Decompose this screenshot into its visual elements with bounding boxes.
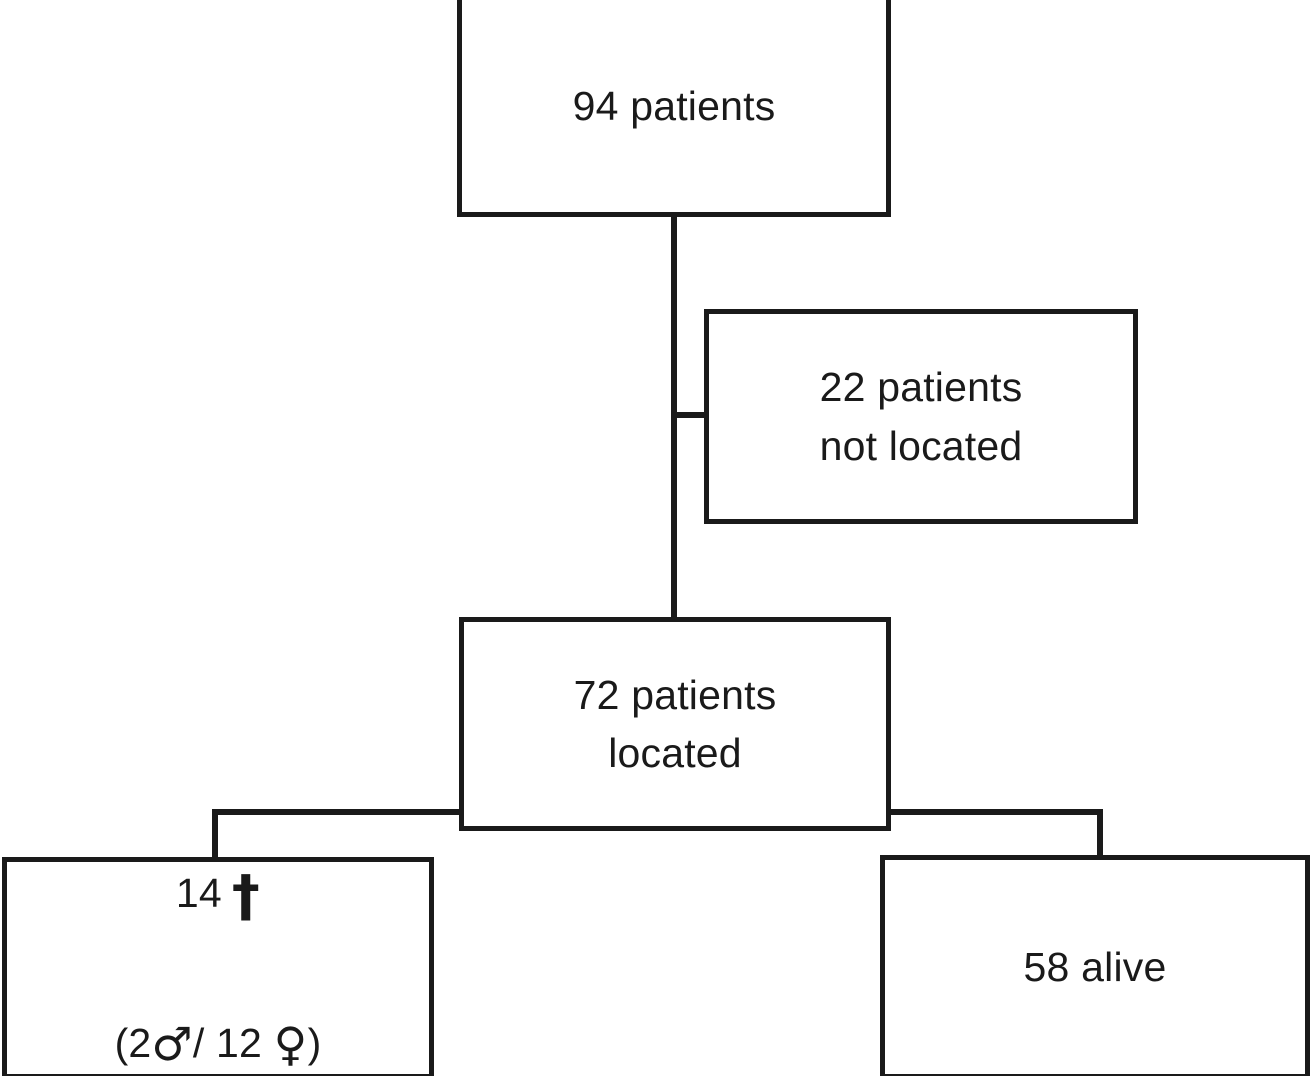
node-patients-not-located-label: 22 patients not located [819,364,1023,469]
node-alive-label: 58 alive [1023,943,1167,990]
connector-located-to-alive-vertical [1097,809,1103,859]
node-deceased: 14† (2♂/ 12 ♀) [2,857,434,1076]
node-alive: 58 alive [880,855,1310,1076]
node-patients-not-located: 22 patients not located [704,309,1138,524]
deceased-breakdown-line: (2♂/ 12 ♀) [114,1016,322,1071]
deceased-count: 14 [175,870,222,917]
connector-located-to-deceased-horizontal [212,809,462,815]
node-patients-located-label: 72 patients located [573,671,777,776]
connector-total-to-located [671,214,677,620]
female-symbol-icon: ♀ [273,1016,308,1071]
node-deceased-label: 14† (2♂/ 12 ♀) [115,807,322,1076]
male-symbol-icon: ♂ [151,1016,193,1071]
connector-located-to-alive-horizontal [888,809,1103,815]
node-total-patients: 94 patients [457,0,891,217]
connector-total-to-not-located [675,412,708,418]
node-patients-located: 72 patients located [459,617,891,831]
deceased-breakdown-close: ) [307,1019,322,1066]
connector-located-to-deceased-vertical [212,809,218,860]
deceased-breakdown-open: (2 [114,1019,152,1066]
deceased-breakdown-separator: / 12 [192,1019,274,1066]
deceased-count-line: 14† [115,865,322,929]
death-cross-icon: † [231,864,261,930]
node-total-patients-label: 94 patients [572,82,776,129]
